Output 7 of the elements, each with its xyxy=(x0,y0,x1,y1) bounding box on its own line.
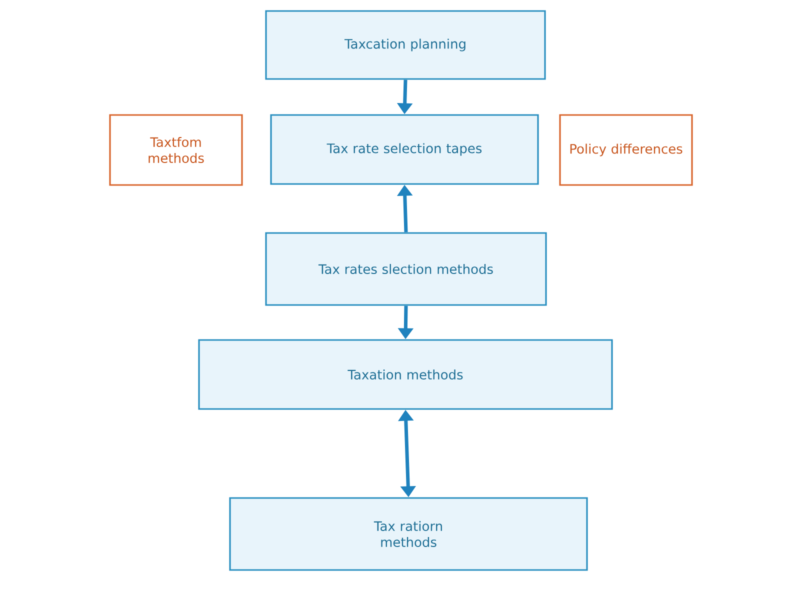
process-box: Taxcation planning xyxy=(265,10,546,80)
process-box: Tax rate selection tapes xyxy=(270,114,539,185)
process-box: Taxation methods xyxy=(198,339,613,410)
process-box: Tax rates slection methods xyxy=(265,232,547,306)
process-box: Tax ratiorn methods xyxy=(229,497,588,571)
note-box: Policy differences xyxy=(559,114,693,186)
note-box: Taxtfom methods xyxy=(109,114,243,186)
